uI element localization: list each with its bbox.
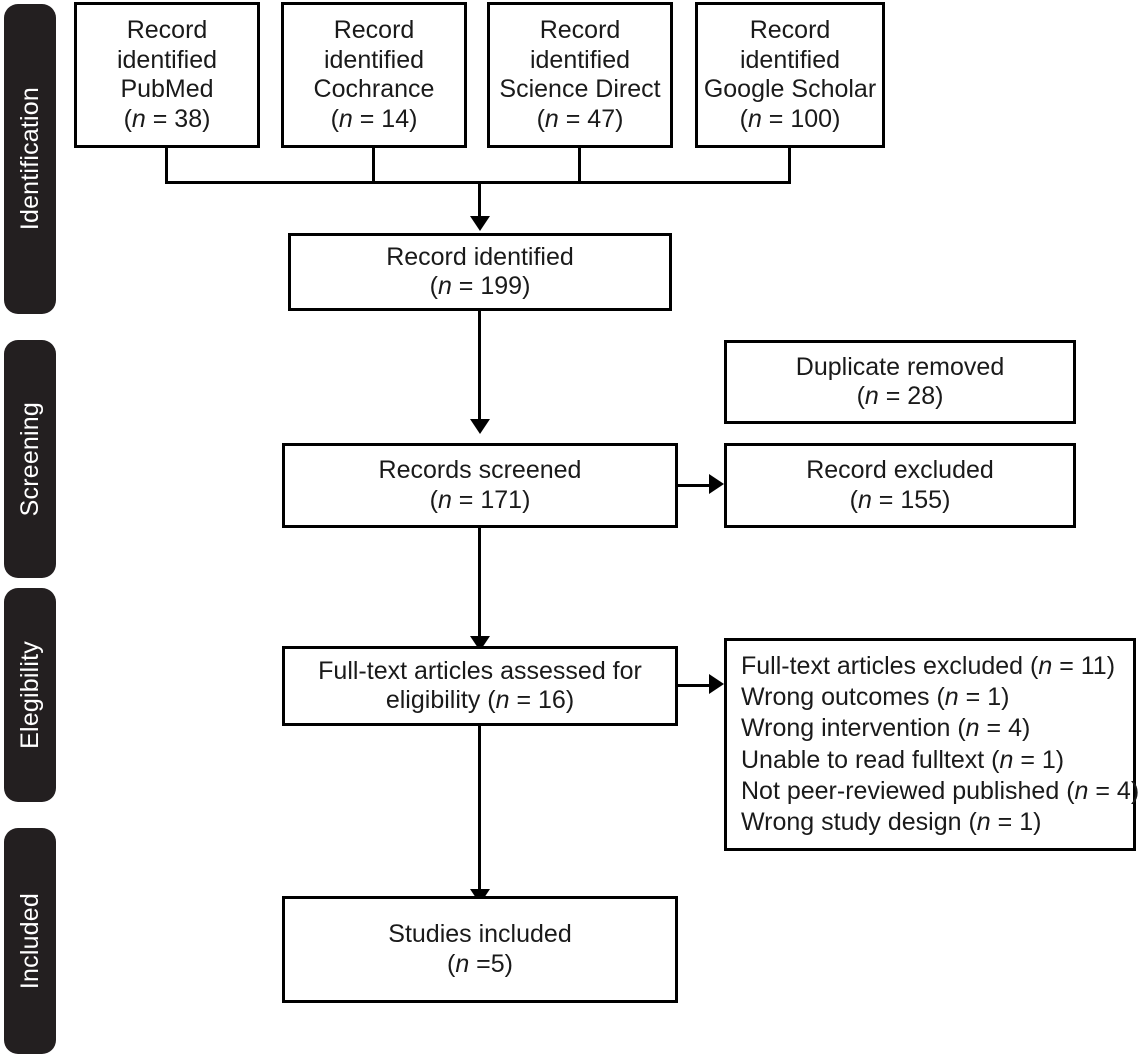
- fulltext-assessed-count: eligibility (n = 16): [385, 686, 575, 714]
- duplicate-removed-label: Duplicate removed: [795, 352, 1005, 381]
- arrow-right-to-record-excluded: [709, 474, 724, 494]
- source-label-line3: Google Scholar: [703, 75, 877, 103]
- source-label-line1: Record: [126, 16, 208, 44]
- records-screened-count: (n = 171): [429, 485, 531, 514]
- source-label-line1: Record: [333, 16, 415, 44]
- record-excluded-label: Record excluded: [806, 456, 994, 484]
- exclusion-reason-item: Wrong intervention (n = 4): [741, 714, 1031, 743]
- stage-bar-elegibility: Elegibility: [4, 588, 56, 802]
- exclusion-reason-item: Unable to read fulltext (n = 1): [741, 745, 1065, 774]
- stage-label-screening: Screening: [15, 401, 44, 517]
- box-record-excluded: Record excluded (n = 155): [724, 443, 1076, 528]
- source-label-line1: Record: [539, 16, 621, 44]
- studies-included-label: Studies included: [388, 920, 572, 948]
- stage-bar-identification: Identification: [4, 4, 56, 314]
- source-label-line2: identified: [116, 45, 218, 74]
- stage-label-elegibility: Elegibility: [15, 641, 44, 749]
- record-excluded-count: (n = 155): [849, 485, 951, 514]
- record-identified-label: Record identified: [386, 242, 574, 271]
- connector-stub-pubmed: [165, 148, 168, 184]
- connector-stub-science-direct: [578, 148, 581, 184]
- fulltext-assessed-label: Full-text articles assessed for: [318, 656, 642, 685]
- source-count: (n = 100): [739, 104, 841, 133]
- exclusion-reason-item: Wrong study design (n = 1): [741, 808, 1042, 836]
- duplicate-removed-count: (n = 28): [856, 382, 944, 410]
- connector-manifold-to-record-identified: [478, 181, 481, 219]
- box-exclusion-reasons: Full-text articles excluded (n = 11) Wro…: [724, 638, 1140, 851]
- source-label-line3: PubMed: [120, 75, 214, 103]
- source-count: (n = 14): [330, 104, 418, 133]
- source-box-science-direct: Record identified Science Direct (n = 47…: [487, 2, 673, 148]
- box-studies-included: Studies included (n =5): [282, 896, 678, 1003]
- exclusion-reason-item: Not peer-reviewed published (n = 4): [741, 776, 1140, 805]
- source-box-google-scholar: Record identified Google Scholar (n = 10…: [695, 2, 885, 148]
- exclusion-reason-item: Wrong outcomes (n = 1): [741, 683, 1010, 711]
- connector-stub-google-scholar: [788, 148, 791, 184]
- arrow-down-to-record-identified: [470, 216, 490, 231]
- source-box-pubmed: Record identified PubMed (n = 38): [74, 2, 260, 148]
- stage-bar-screening: Screening: [4, 340, 56, 578]
- box-record-identified: Record identified (n = 199): [288, 233, 672, 311]
- source-label-line3: Science Direct: [499, 75, 661, 103]
- stage-label-identification: Identification: [15, 87, 44, 231]
- stage-bar-included: Included: [4, 828, 56, 1054]
- box-records-screened: Records screened (n = 171): [282, 443, 678, 528]
- source-label-line1: Record: [749, 16, 831, 44]
- box-fulltext-assessed: Full-text articles assessed for eligibil…: [282, 646, 678, 726]
- source-label-line2: identified: [529, 45, 631, 74]
- exclusion-reason-item: Full-text articles excluded (n = 11): [741, 651, 1116, 680]
- studies-included-count: (n =5): [446, 949, 513, 978]
- connector-record-identified-to-records-screened: [478, 311, 481, 421]
- records-screened-label: Records screened: [378, 456, 582, 484]
- connector-stub-cochrance: [372, 148, 375, 184]
- stage-label-included: Included: [15, 892, 44, 990]
- connector-records-screened-to-record-excluded: [678, 484, 712, 487]
- source-label-line3: Cochrance: [313, 75, 435, 103]
- arrow-down-to-records-screened: [470, 419, 490, 434]
- source-count: (n = 38): [123, 104, 211, 133]
- source-box-cochrance: Record identified Cochrance (n = 14): [281, 2, 467, 148]
- record-identified-count: (n = 199): [429, 272, 531, 300]
- source-label-line2: identified: [739, 45, 841, 74]
- connector-fulltext-to-exclusion-reasons: [678, 684, 712, 687]
- arrow-right-to-exclusion-reasons: [709, 674, 724, 694]
- source-label-line2: identified: [323, 45, 425, 74]
- source-count: (n = 47): [536, 104, 624, 133]
- box-duplicate-removed: Duplicate removed (n = 28): [724, 340, 1076, 424]
- connector-records-screened-to-fulltext: [478, 528, 481, 638]
- connector-fulltext-to-studies-included: [478, 726, 481, 891]
